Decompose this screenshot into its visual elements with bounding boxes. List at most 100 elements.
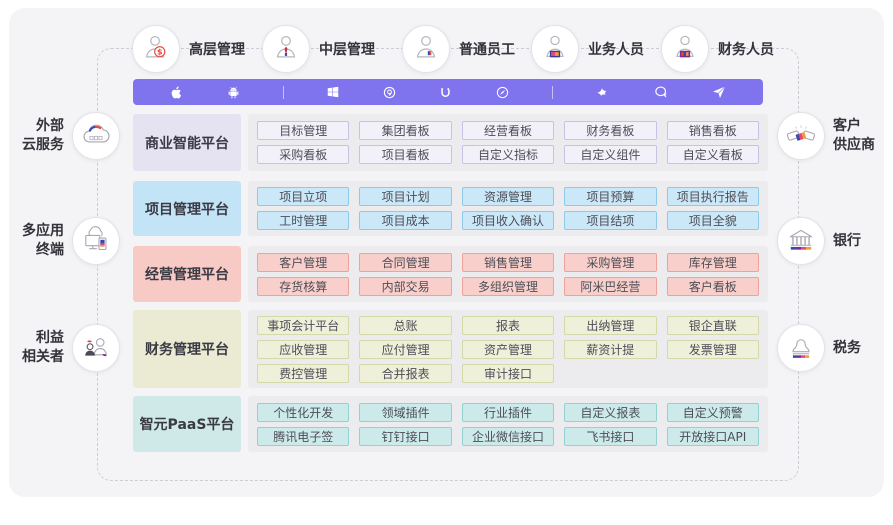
module-chip: 合同管理 <box>359 252 452 272</box>
edge-node-label: 利益 相关者 <box>22 329 64 367</box>
role-business-staff: 业务人员 <box>531 25 644 73</box>
module-chip: 出纳管理 <box>564 315 657 335</box>
platform-row-paas: 智元PaaS平台 个性化开发 领域插件 行业插件 自定义报表 自定义预警 腾讯电… <box>133 396 768 452</box>
edge-node-tax: 税务 <box>777 324 861 372</box>
platform-label: 财务管理平台 <box>133 310 241 388</box>
module-chip: 总账 <box>359 315 452 335</box>
module-chip: 项目执行报告 <box>666 187 759 206</box>
business-staff-icon <box>540 32 570 66</box>
module-chip: 报表 <box>461 315 555 335</box>
module-chip: 自定义组件 <box>564 145 657 164</box>
bar-divider <box>282 85 284 99</box>
edge-node-multi-terminal: 多应用 终端 <box>12 217 120 265</box>
role-circle <box>531 25 579 73</box>
tax-stamp-icon <box>777 324 825 372</box>
module-chip: 项目结项 <box>564 211 657 230</box>
module-chip: 自定义报表 <box>564 402 657 422</box>
label-line: 多应用 <box>22 223 64 240</box>
platform-row-project-management: 项目管理平台 项目立项 项目计划 资源管理 项目预算 项目执行报告 工时管理 项… <box>133 181 768 236</box>
role-manager: 中层管理 <box>262 25 375 73</box>
edge-node-label: 多应用 终端 <box>22 222 64 260</box>
module-chip: 销售管理 <box>461 252 555 272</box>
module-chip: 项目计划 <box>359 187 452 206</box>
module-chip: 集团看板 <box>359 121 452 140</box>
module-chip: 内部交易 <box>359 276 452 296</box>
browser-safari-icon <box>495 85 510 100</box>
module-chip: 审计接口 <box>461 363 555 383</box>
svg-text:$: $ <box>157 48 163 57</box>
label-line: 相关者 <box>22 349 64 365</box>
cloud-icon <box>72 112 120 160</box>
label-line: 税务 <box>833 339 861 356</box>
paper-plane-icon <box>711 84 727 100</box>
module-chip: 经营看板 <box>461 121 555 140</box>
module-chip: 应收管理 <box>257 339 350 359</box>
module-chip: 资产管理 <box>461 339 555 359</box>
role-employee: 普通员工 <box>402 25 515 73</box>
module-chip: 财务看板 <box>564 121 657 140</box>
module-chip: 销售看板 <box>666 121 759 140</box>
module-chip: 事项会计平台 <box>257 315 350 335</box>
handshake-icon <box>777 112 825 160</box>
label-line: 客户 <box>833 118 861 135</box>
edge-node-label: 客户 供应商 <box>833 117 875 155</box>
role-circle <box>402 25 450 73</box>
module-chip: 自定义预警 <box>666 402 759 422</box>
edge-node-customers-suppliers: 客户 供应商 <box>777 112 875 160</box>
module-chip: 费控管理 <box>257 363 350 383</box>
module-chip: 项目预算 <box>564 187 657 206</box>
label-line: 云服务 <box>22 137 64 153</box>
module-chip: 应付管理 <box>359 339 452 359</box>
role-finance-staff: 财务人员 <box>661 25 774 73</box>
module-chip: 飞书接口 <box>564 426 657 446</box>
module-chip: 目标管理 <box>257 121 350 140</box>
edge-node-label: 银行 <box>833 232 861 251</box>
module-chip: 项目成本 <box>359 211 452 230</box>
module-chip: 开放接口API <box>666 426 759 446</box>
module-chip: 项目收入确认 <box>461 211 555 230</box>
module-chip: 客户看板 <box>666 276 759 296</box>
module-chip: 银企直联 <box>666 315 759 335</box>
module-chip: 项目全貌 <box>666 211 759 230</box>
multi-terminal-icon <box>72 217 120 265</box>
edge-node-bank: 银行 <box>777 217 861 265</box>
employee-icon <box>411 32 441 66</box>
role-circle: $ <box>132 25 180 73</box>
module-chip: 企业微信接口 <box>461 426 555 446</box>
module-chip: 采购看板 <box>257 145 350 164</box>
module-chip: 工时管理 <box>257 211 350 230</box>
module-chip: 腾讯电子签 <box>257 426 350 446</box>
role-circle <box>661 25 709 73</box>
platform-modules-panel: 项目立项 项目计划 资源管理 项目预算 项目执行报告 工时管理 项目成本 项目收… <box>248 181 768 236</box>
executive-icon: $ <box>141 32 171 66</box>
module-chip: 自定义看板 <box>666 145 759 164</box>
platform-label: 智元PaaS平台 <box>133 396 241 452</box>
bank-icon <box>777 217 825 265</box>
module-chip: 钉钉接口 <box>359 426 452 446</box>
module-chip: 资源管理 <box>461 187 555 206</box>
edge-node-label: 外部 云服务 <box>22 117 64 155</box>
platform-row-finance-management: 财务管理平台 事项会计平台 总账 报表 出纳管理 银企直联 应收管理 应付管理 … <box>133 310 768 388</box>
platform-label: 经营管理平台 <box>133 246 241 302</box>
module-chip: 客户管理 <box>257 252 350 272</box>
manager-icon <box>271 32 301 66</box>
chat-app-icon <box>653 84 669 100</box>
module-chip: 自定义指标 <box>461 145 555 164</box>
module-chip: 多组织管理 <box>461 276 555 296</box>
label-line: 银行 <box>833 232 861 249</box>
android-icon <box>226 85 241 100</box>
edge-node-external-cloud: 外部 云服务 <box>12 112 120 160</box>
platform-modules-panel: 客户管理 合同管理 销售管理 采购管理 库存管理 存货核算 内部交易 多组织管理… <box>248 246 768 302</box>
module-chip: 采购管理 <box>564 252 657 272</box>
role-label: 财务人员 <box>718 42 774 58</box>
label-line: 供应商 <box>833 137 875 153</box>
role-executive: $ 高层管理 <box>132 25 245 73</box>
platform-modules-panel: 事项会计平台 总账 报表 出纳管理 银企直联 应收管理 应付管理 资产管理 薪资… <box>248 310 768 388</box>
label-line: 终端 <box>36 242 64 258</box>
module-chip: 领域插件 <box>359 402 452 422</box>
role-label: 普通员工 <box>459 42 515 58</box>
role-label: 中层管理 <box>319 42 375 58</box>
apple-icon <box>169 85 184 100</box>
browser-uc-icon <box>438 85 453 100</box>
module-chip: 发票管理 <box>666 339 759 359</box>
